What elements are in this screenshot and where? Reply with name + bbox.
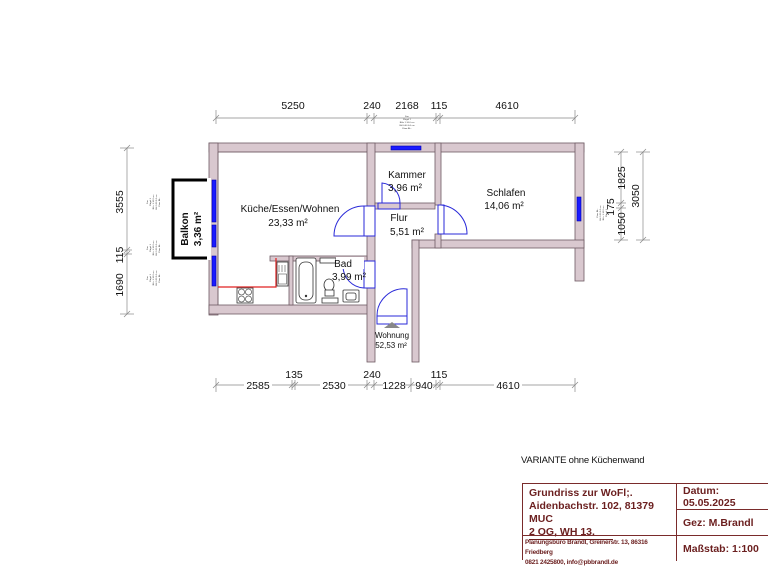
entrance-arrow-icon [384,322,400,328]
dim-right-3050: 3050 [630,184,642,208]
window-label-right: Flam.Bk.: BH 0.00 0.0 cm BH= 1.10.0 cm F… [597,205,608,220]
window-top [390,145,422,151]
door-kitchen-swing [333,205,365,237]
svg-text:Flügel 1: Flügel 1 [150,243,152,252]
dim-bottom-115: 115 [431,369,448,381]
window-left-2 [211,224,217,248]
bottom-dimension-label-bg [244,380,522,390]
room-hall-name: Flur [390,213,408,224]
shelf-bottom-icon [321,297,339,304]
svg-text:BH 0.00 0.0 cm: BH 0.00 0.0 cm [399,125,414,127]
dim-bottom-135: 135 [285,369,303,381]
svg-text:BH 0.00 0.0 cm: BH 0.00 0.0 cm [600,205,602,220]
door-entrance-swing [376,288,408,317]
svg-text:Fen: Fen [147,275,149,280]
room-apartment-area: 52,53 m² [375,341,407,350]
svg-text:Flügel 1: Flügel 1 [606,208,608,217]
door-storage [377,202,401,210]
windows [211,145,582,287]
dim-bottom-240: 240 [363,369,381,381]
svg-text:Flügel 1: Flügel 1 [403,119,412,121]
svg-text:Flam.Bk.:: Flam.Bk.: [597,208,599,218]
dim-top-2168: 2168 [395,100,419,112]
svg-text:BH 0.00 0.0 cm: BH 0.00 0.0 cm [156,270,158,285]
dim-left-3555: 3555 [114,190,126,214]
bathtub-icon [295,257,317,304]
door-bath-swing [342,261,365,289]
room-bedroom-name: Schlafen [487,188,526,199]
svg-text:BH 0.00 0.0 cm: BH 0.00 0.0 cm [156,240,158,255]
dim-right-1825: 1825 [616,166,628,190]
room-bath-name: Bad [334,259,352,270]
room-apartment-name: Wohnung [375,331,409,340]
title-line-1: Grundriss zur WoFl;. [529,487,633,499]
variant-note: VARIANTE ohne Küchenwand [521,455,645,466]
dim-left-1690: 1690 [114,273,126,297]
room-bath-area: 3,99 m² [332,272,367,283]
window-left-1 [211,179,217,223]
door-storage-swing [381,182,401,204]
title-line-2: Aidenbachstr. 102, 81379 MUC [529,500,654,525]
svg-text:Flügel 1: Flügel 1 [150,273,152,282]
svg-text:Flam.Bk.:: Flam.Bk.: [159,273,161,283]
title-block-drawn-by: Gez: M.Brandl [677,510,768,536]
dim-bottom-2585: 2585 [246,380,270,392]
svg-text:Fen: Fen [147,245,149,250]
svg-text:Flam.Bk.:: Flam.Bk.: [402,128,412,130]
kitchen-fixtures [218,258,289,304]
svg-text:BH= 1.10.0 cm: BH= 1.10.0 cm [153,195,155,210]
room-bedroom-area: 14,06 m² [484,201,524,212]
dim-top-115: 115 [431,100,448,112]
svg-text:BH= 1.10.0 cm: BH= 1.10.0 cm [603,206,605,221]
dim-bottom-940: 940 [415,380,433,392]
title-line-3: 2 OG, WH 13. [529,526,613,540]
kitchen-counter-line [218,258,277,288]
dim-bottom-2530: 2530 [322,380,346,392]
top-dimension-chain [212,110,579,124]
title-block-project: Grundriss zur WoFl;. Aidenbachstr. 102, … [523,484,677,540]
title-block-office: Planungsbüro Brandl, Greinerstr. 13, 863… [523,536,677,566]
stove-icon [236,287,254,304]
balcony-area: 3,36 m² [193,211,204,246]
svg-text:Fen: Fen [147,199,149,204]
title-block-scale: Maßstab: 1:100 [683,542,759,555]
room-kitchen-name: Küche/Essen/Wohnen [241,204,340,215]
dim-right-175: 175 [605,198,617,216]
dim-top-5250: 5250 [281,100,305,112]
svg-text:BH= 1.10.0 cm: BH= 1.10.0 cm [153,241,155,256]
left-dimension-chain [120,144,134,318]
window-label-top: Fen Flügel 1 BH= 1.10.0 cm BH 0.00 0.0 c… [399,116,414,130]
doors [333,182,468,325]
bath-fixtures [295,257,360,304]
room-hall-area: 5,51 m² [390,227,425,238]
svg-text:Fen: Fen [405,116,410,118]
office-line-1: Planungsbüro Brandl, Greinerstr. 13, 863… [525,539,648,556]
window-left-3 [211,255,217,287]
door-kitchen [363,205,376,237]
dim-right-1050: 1050 [616,212,628,236]
door-bedroom-swing [440,204,468,235]
window-right [576,196,582,222]
right-dimension-chain [614,148,650,244]
title-block: Grundriss zur WoFl;. Aidenbachstr. 102, … [522,483,768,566]
window-labels-left: Fen Flügel 1 BH= 1.10.0 cm BH 0.00 0.0 c… [147,194,161,285]
room-storage-name: Kammer [388,170,426,181]
svg-text:Flügel 1: Flügel 1 [150,197,152,206]
title-block-date: Datum: 05.05.2025 [677,484,768,510]
room-storage-area: 3,96 m² [388,183,423,194]
dim-bottom-1228: 1228 [382,380,406,392]
dim-left-115: 115 [114,246,126,263]
dim-top-4610: 4610 [495,100,519,112]
dim-bottom-4610: 4610 [496,380,520,392]
svg-text:Flam.Bk.:: Flam.Bk.: [159,197,161,207]
wall-inner-lines [217,151,367,305]
svg-text:Flam.Bk.:: Flam.Bk.: [159,243,161,253]
dim-top-240: 240 [363,100,381,112]
svg-text:BH= 1.10.0 cm: BH= 1.10.0 cm [400,122,415,124]
room-kitchen-area: 23,33 m² [268,218,308,229]
door-bedroom [437,204,445,235]
svg-text:BH 0.00 0.0 cm: BH 0.00 0.0 cm [156,194,158,209]
balcony-name: Balkon [180,212,191,245]
svg-text:BH= 1.10.0 cm: BH= 1.10.0 cm [153,271,155,286]
